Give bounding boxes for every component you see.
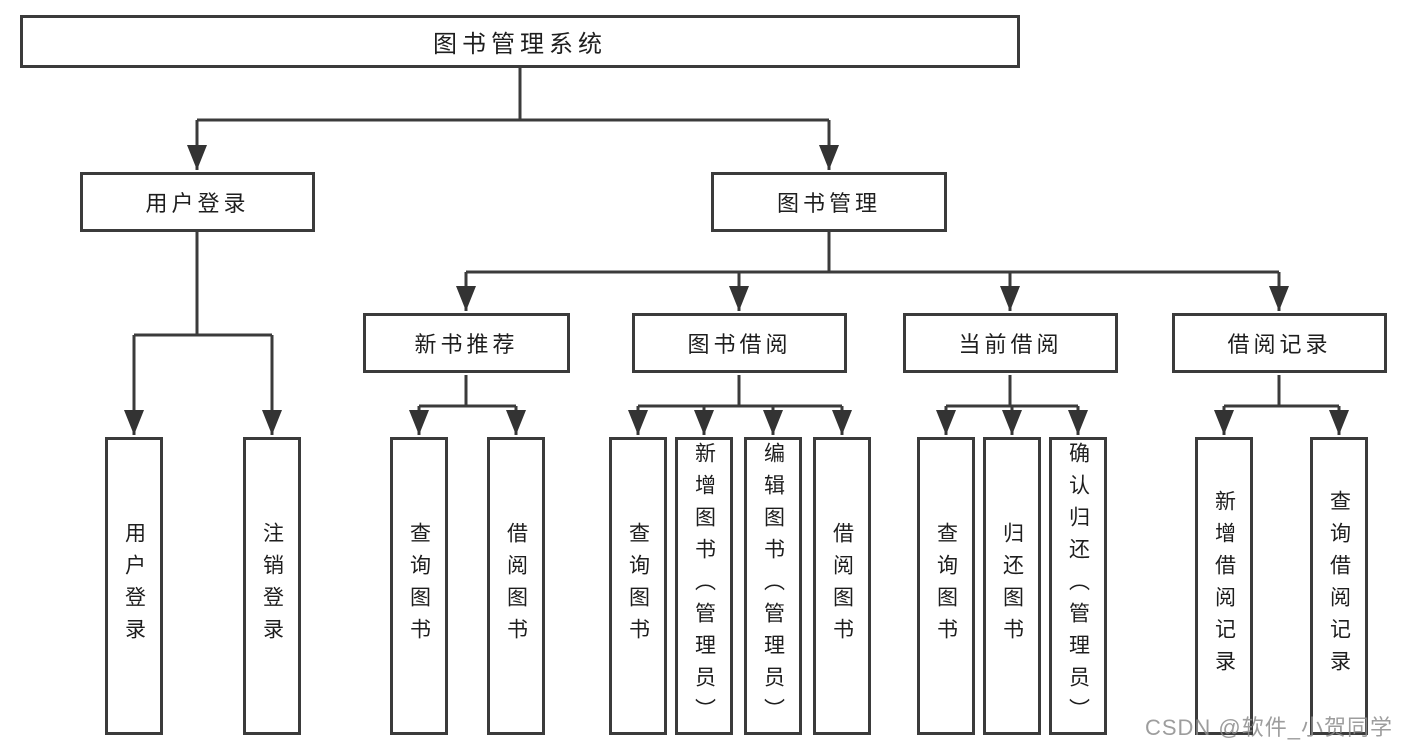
node-label: 借阅图书: [830, 522, 854, 650]
node-label: 新增借阅记录: [1212, 490, 1236, 682]
node-label: 用户登录: [122, 522, 146, 650]
node-label: 确认归还（管理员）: [1066, 442, 1090, 730]
leaf-logout: 注销登录: [243, 437, 301, 735]
node-new-book-recommend: 新书推荐: [363, 313, 570, 373]
leaf-add-books-admin: 新增图书（管理员）: [675, 437, 733, 735]
leaf-query-books-borrowing: 查询图书: [609, 437, 667, 735]
leaf-query-borrow-record: 查询借阅记录: [1310, 437, 1368, 735]
leaf-return-books: 归还图书: [983, 437, 1041, 735]
node-label: 归还图书: [1000, 522, 1024, 650]
leaf-borrow-books-recommend: 借阅图书: [487, 437, 545, 735]
node-label: 查询借阅记录: [1327, 490, 1351, 682]
node-label: 注销登录: [260, 522, 284, 650]
node-label: 查询图书: [934, 522, 958, 650]
leaf-query-books-current: 查询图书: [917, 437, 975, 735]
watermark: CSDN @软件_小贺同学: [1144, 715, 1393, 740]
node-label: 用户登录: [145, 191, 250, 216]
leaf-borrow-books-borrowing: 借阅图书: [813, 437, 871, 735]
node-book-management-system: 图书管理系统: [20, 15, 1020, 68]
leaf-add-borrow-record: 新增借阅记录: [1195, 437, 1253, 735]
node-book-borrowing: 图书借阅: [632, 313, 847, 373]
leaf-edit-books-admin: 编辑图书（管理员）: [744, 437, 802, 735]
node-current-borrowing: 当前借阅: [903, 313, 1118, 373]
node-label: 编辑图书（管理员）: [761, 442, 785, 730]
node-label: 图书借阅: [687, 332, 792, 357]
node-label: 查询图书: [407, 522, 431, 650]
node-label: 借阅记录: [1227, 332, 1332, 357]
leaf-confirm-return-admin: 确认归还（管理员）: [1049, 437, 1107, 735]
node-label: 当前借阅: [958, 332, 1063, 357]
node-label: 借阅图书: [504, 522, 528, 650]
node-user-login: 用户登录: [80, 172, 315, 232]
node-book-management: 图书管理: [711, 172, 947, 232]
node-label: 图书管理: [776, 191, 881, 216]
node-borrowing-records: 借阅记录: [1172, 313, 1387, 373]
node-label: 新书推荐: [414, 332, 519, 357]
node-label: 图书管理系统: [433, 31, 607, 58]
leaf-user-login: 用户登录: [105, 437, 163, 735]
node-label: 查询图书: [626, 522, 650, 650]
leaf-query-books-recommend: 查询图书: [390, 437, 448, 735]
node-label: 新增图书（管理员）: [692, 442, 716, 730]
